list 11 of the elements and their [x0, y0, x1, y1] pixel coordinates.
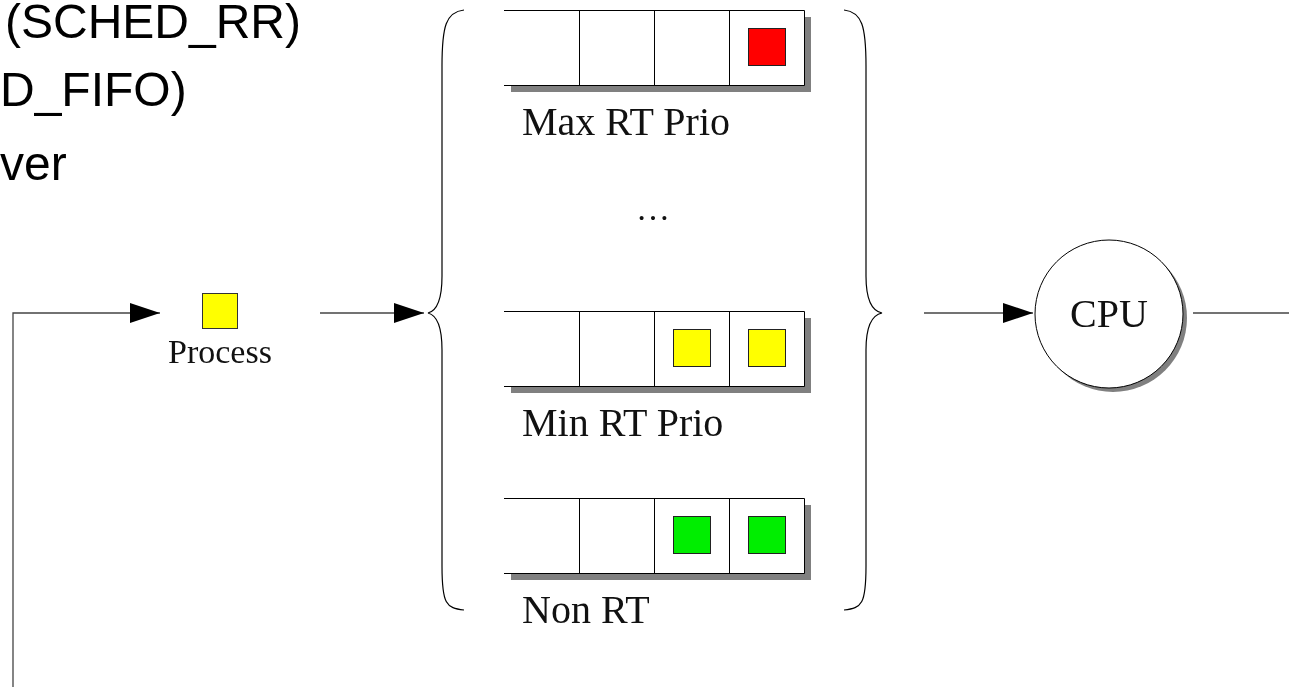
heading-text: (SCHED_RR) [5, 0, 301, 50]
heading-text: D_FIFO) [0, 62, 187, 118]
heading-text: ver [0, 136, 67, 192]
arrow [923, 303, 1034, 323]
arrow [12, 303, 161, 687]
queue-label: Min RT Prio [522, 401, 724, 445]
queue-label: Max RT Prio [522, 100, 730, 144]
queue-label: Non RT [522, 588, 650, 632]
arrow [319, 303, 425, 323]
token-label: Process [167, 332, 273, 372]
ellipsis-text: … [636, 190, 670, 228]
